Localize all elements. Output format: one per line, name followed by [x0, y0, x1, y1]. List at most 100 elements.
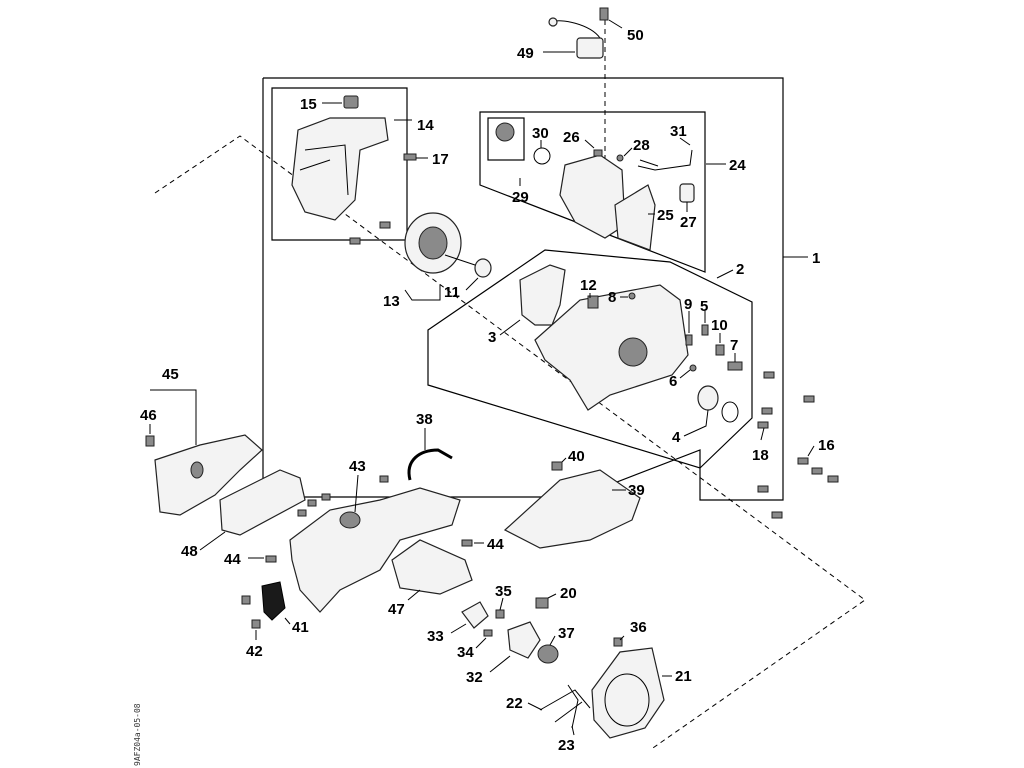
lead-2: [716, 269, 734, 279]
callout-13: 13: [383, 293, 400, 310]
callout-1: 1: [812, 250, 820, 267]
callout-43: 43: [349, 458, 366, 475]
callout-38: 38: [416, 411, 433, 428]
callout-17: 17: [432, 151, 449, 168]
part-44-screw-a: [265, 555, 277, 563]
callout-3: 3: [488, 329, 496, 346]
callout-34: 34: [457, 644, 474, 661]
dashed-frame: [154, 135, 866, 751]
callout-31: 31: [670, 123, 687, 140]
part-30-oring: [533, 147, 551, 165]
housing-screw: [349, 237, 361, 245]
part-21-starter-cover: [591, 647, 665, 739]
lead-35: [499, 597, 504, 611]
part-44-screw-b: [461, 539, 473, 547]
callout-45: 45: [162, 366, 179, 383]
callout-6: 6: [669, 373, 677, 390]
lead-41: [284, 617, 291, 625]
part-42-screw-b: [251, 619, 261, 629]
part-29-tank-cap: [487, 117, 525, 161]
callout-7: 7: [730, 337, 738, 354]
lead-50: [608, 19, 623, 29]
lead-40: [561, 457, 567, 463]
part-41-knob: [261, 581, 286, 621]
part-31-fuel-hose: [637, 149, 693, 171]
callout-35: 35: [495, 583, 512, 600]
lead-45: [150, 389, 197, 445]
callout-21: 21: [675, 668, 692, 685]
part-27-filter: [679, 183, 695, 203]
part-49-ignition-module: [548, 17, 604, 59]
part-36-screw: [613, 637, 623, 647]
callout-23: 23: [558, 737, 575, 754]
lead-11: [465, 277, 479, 291]
starter-pulley: [604, 673, 650, 727]
callout-27: 27: [680, 214, 697, 231]
callout-8: 8: [608, 289, 616, 306]
callout-33: 33: [427, 628, 444, 645]
callout-12: 12: [580, 277, 597, 294]
lead-28: [623, 147, 633, 157]
crankcase-bore: [618, 337, 648, 367]
part-25-plate: [614, 184, 656, 251]
part-18-screws: [757, 371, 775, 429]
part-35-screw: [495, 609, 505, 619]
callout-11: 11: [444, 284, 460, 301]
callout-14: 14: [417, 117, 434, 134]
callout-46: 46: [140, 407, 157, 424]
lead-33: [450, 623, 467, 634]
part-46-screw: [145, 435, 155, 447]
flywheel-screw: [379, 221, 391, 229]
part-33-bracket: [461, 601, 489, 629]
lead-23: [571, 725, 575, 736]
callout-9: 9: [684, 296, 692, 313]
callout-24: 24: [729, 157, 746, 174]
lead-20: [547, 593, 557, 599]
shroud-screws: [297, 475, 389, 517]
part-15-grommet: [343, 95, 359, 109]
callout-37: 37: [558, 625, 575, 642]
part-10-sleeve: [715, 344, 725, 356]
part-48-air-filter: [219, 469, 306, 536]
part-32-pump: [507, 621, 541, 659]
callout-30: 30: [532, 125, 549, 142]
part-12-screws: [587, 295, 599, 309]
lead-43: [354, 474, 359, 513]
lead-32: [489, 655, 511, 673]
part-9-stud: [685, 334, 693, 346]
part-43-shroud: [289, 487, 461, 613]
part-11-seal: [474, 258, 492, 278]
lead-26: [584, 139, 595, 149]
callout-15: 15: [300, 96, 317, 113]
part-4-circlip: [721, 401, 739, 423]
callout-42: 42: [246, 643, 263, 660]
callout-29: 29: [512, 189, 529, 206]
lead-22: [527, 702, 543, 711]
part-26-screw: [593, 149, 603, 157]
part-13-flywheel: [404, 212, 476, 274]
callout-32: 32: [466, 669, 483, 686]
lead-3: [499, 319, 521, 336]
part-16-screws: [757, 395, 839, 519]
document-id: 9AFZ04a-05-08: [133, 703, 142, 766]
callout-2: 2: [736, 261, 744, 278]
tank-group-outline: [479, 111, 706, 273]
part-40-screw: [551, 461, 563, 471]
part-38-hose: [407, 448, 453, 481]
callout-41: 41: [292, 619, 309, 636]
part-2-crankcase: [534, 284, 689, 411]
callout-39: 39: [628, 482, 645, 499]
callout-49: 49: [517, 45, 534, 62]
part-34-screw: [483, 629, 493, 637]
part-20-clip: [535, 597, 549, 609]
callout-36: 36: [630, 619, 647, 636]
lead-4: [683, 409, 709, 437]
callout-18: 18: [752, 447, 769, 464]
shroud-knob: [339, 511, 361, 529]
lead-16: [807, 445, 815, 457]
callout-44-left: 44: [224, 551, 241, 568]
part-28-grommet: [616, 154, 624, 162]
lead-6: [679, 369, 691, 379]
callout-40: 40: [568, 448, 585, 465]
cover-knob: [190, 461, 204, 479]
